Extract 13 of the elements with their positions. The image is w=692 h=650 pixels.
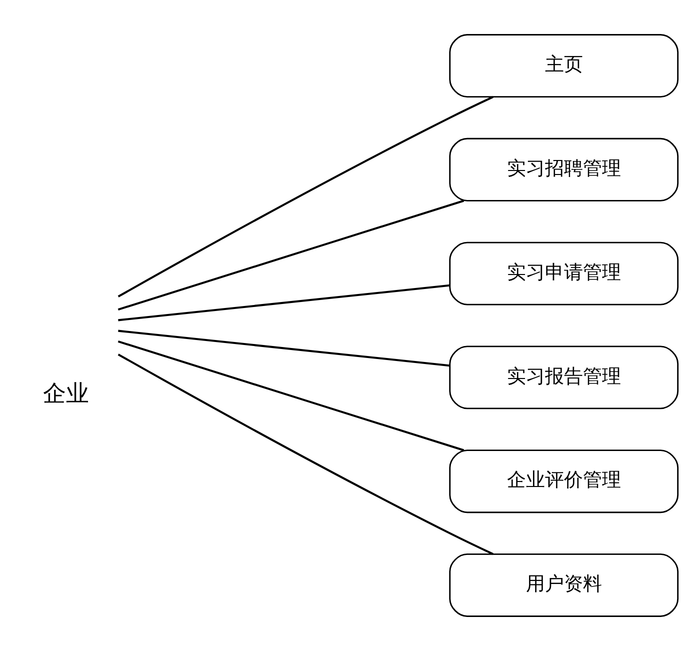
connector xyxy=(118,284,450,321)
connector xyxy=(118,199,464,310)
node-box: 实习申请管理 xyxy=(449,241,679,305)
connector xyxy=(118,96,494,297)
connector xyxy=(118,340,464,451)
node-box: 企业评价管理 xyxy=(449,449,679,513)
connector xyxy=(118,329,450,366)
node-box: 实习报告管理 xyxy=(449,345,679,409)
node-box: 主页 xyxy=(449,34,679,98)
node-box: 用户资料 xyxy=(449,552,679,616)
connector xyxy=(118,353,494,554)
node-box: 实习招聘管理 xyxy=(449,137,679,201)
node-text: 企业 xyxy=(43,380,90,406)
